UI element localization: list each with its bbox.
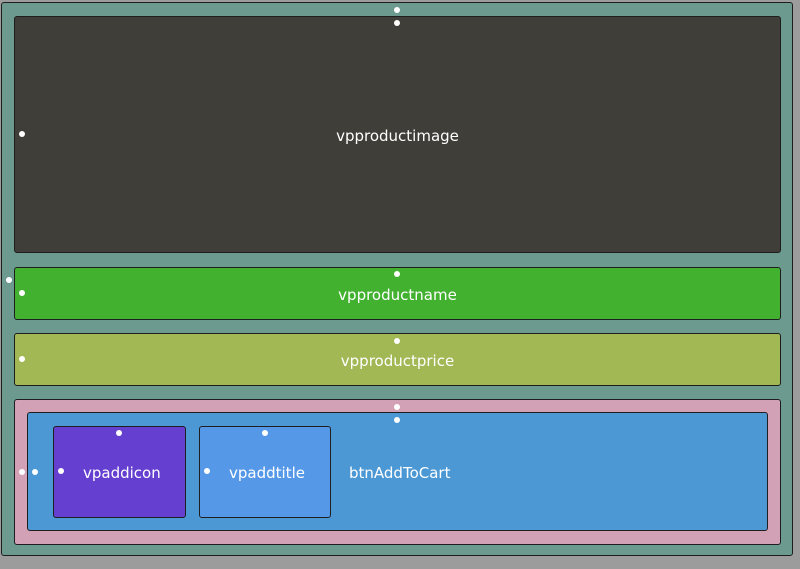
vpproductimage-dot-top [394, 20, 400, 26]
vpaddtitle-box: vpaddtitle [199, 426, 331, 518]
vpproductprice-label: vpproductprice [340, 352, 455, 370]
vpproductimage-box: vpproductimage [14, 16, 781, 253]
vpaddicon-dot-left [58, 468, 64, 474]
vpaddtitle-dot-top [262, 430, 268, 436]
vpproductname-dot-left [19, 290, 25, 296]
vpaddicon-box: vpaddicon [53, 426, 186, 518]
vpproductimage-dot-left [19, 131, 25, 137]
add-to-cart-dot-top [394, 417, 400, 423]
vpaddicon-dot-top [116, 430, 122, 436]
vpaddicon-label: vpaddicon [83, 464, 161, 482]
vpaddtitle-dot-left [204, 468, 210, 474]
vpproductimage-dot-top-outer [394, 7, 400, 13]
vpproductimage-label: vpproductimage [336, 127, 459, 145]
vpaddtitle-label: vpaddtitle [229, 464, 305, 482]
vpproductprice-dot-top [394, 338, 400, 344]
cart-container-dot-top [394, 404, 400, 410]
add-to-cart-label: btnAddToCart [349, 464, 451, 482]
vpproductname-box: vpproductname [14, 267, 781, 320]
vpproductname-label: vpproductname [338, 286, 457, 304]
vpcard-anchor-dot [6, 277, 12, 283]
vpproductname-dot-top [394, 271, 400, 277]
cart-container-dot-left [19, 469, 25, 475]
add-to-cart-dot-left [32, 469, 38, 475]
vpproductprice-dot-left [19, 356, 25, 362]
